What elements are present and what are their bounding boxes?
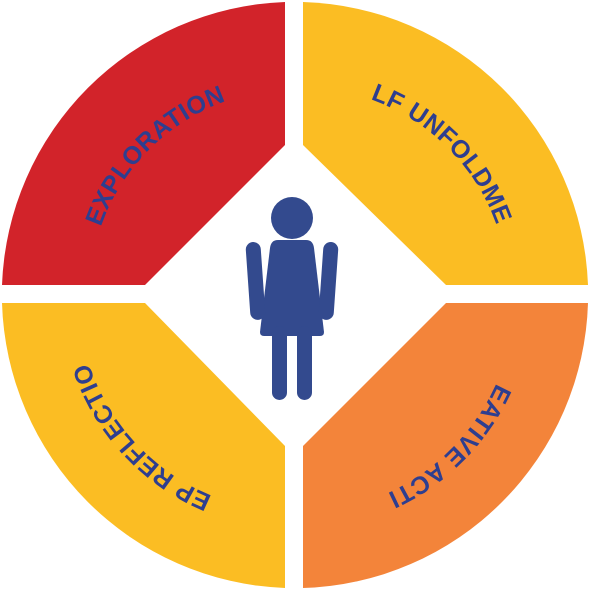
segment-creative-action — [303, 303, 588, 588]
segment-self-unfoldment — [303, 2, 588, 285]
segment-deep-reflection — [2, 303, 285, 588]
person-icon — [245, 197, 339, 400]
segment-exploration — [2, 2, 285, 285]
